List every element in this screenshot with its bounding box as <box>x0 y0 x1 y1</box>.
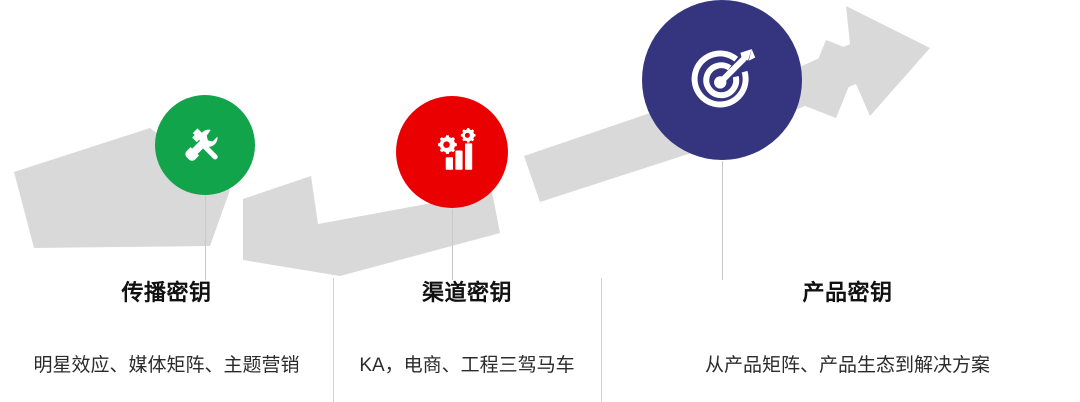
hammer-wrench-icon <box>185 128 218 161</box>
bar-chart-gears-icon <box>438 127 476 170</box>
arrow-segment-mid <box>243 176 500 276</box>
column-divider-2 <box>601 278 602 402</box>
column-title-product: 产品密钥 <box>802 280 893 305</box>
column-description-communication: 明星效应、媒体矩阵、主题营销 <box>33 355 300 376</box>
column-description-product: 从产品矩阵、产品生态到解决方案 <box>704 355 990 376</box>
column-title-communication: 传播密钥 <box>121 280 212 305</box>
column-product: 产品密钥 从产品矩阵、产品生态到解决方案 <box>601 274 1080 380</box>
node-circle-communication[interactable] <box>155 95 255 195</box>
node-circle-channel[interactable] <box>396 96 508 208</box>
columns-container: 传播密钥 明星效应、媒体矩阵、主题营销 渠道密钥 KA，电商、工程三驾马车 产品… <box>0 274 1080 402</box>
connector-line-product <box>722 161 723 280</box>
connector-line-communication <box>205 196 206 280</box>
arrow-head <box>780 6 930 116</box>
column-title-channel: 渠道密钥 <box>421 280 512 305</box>
target-arrow-icon <box>691 49 756 108</box>
node-circle-product[interactable] <box>642 0 802 160</box>
connector-line-channel <box>452 209 453 280</box>
column-communication: 传播密钥 明星效应、媒体矩阵、主题营销 <box>0 274 333 380</box>
column-description-channel: KA，电商、工程三驾马车 <box>359 355 575 376</box>
column-channel: 渠道密钥 KA，电商、工程三驾马车 <box>333 274 601 380</box>
column-divider-1 <box>333 278 334 402</box>
